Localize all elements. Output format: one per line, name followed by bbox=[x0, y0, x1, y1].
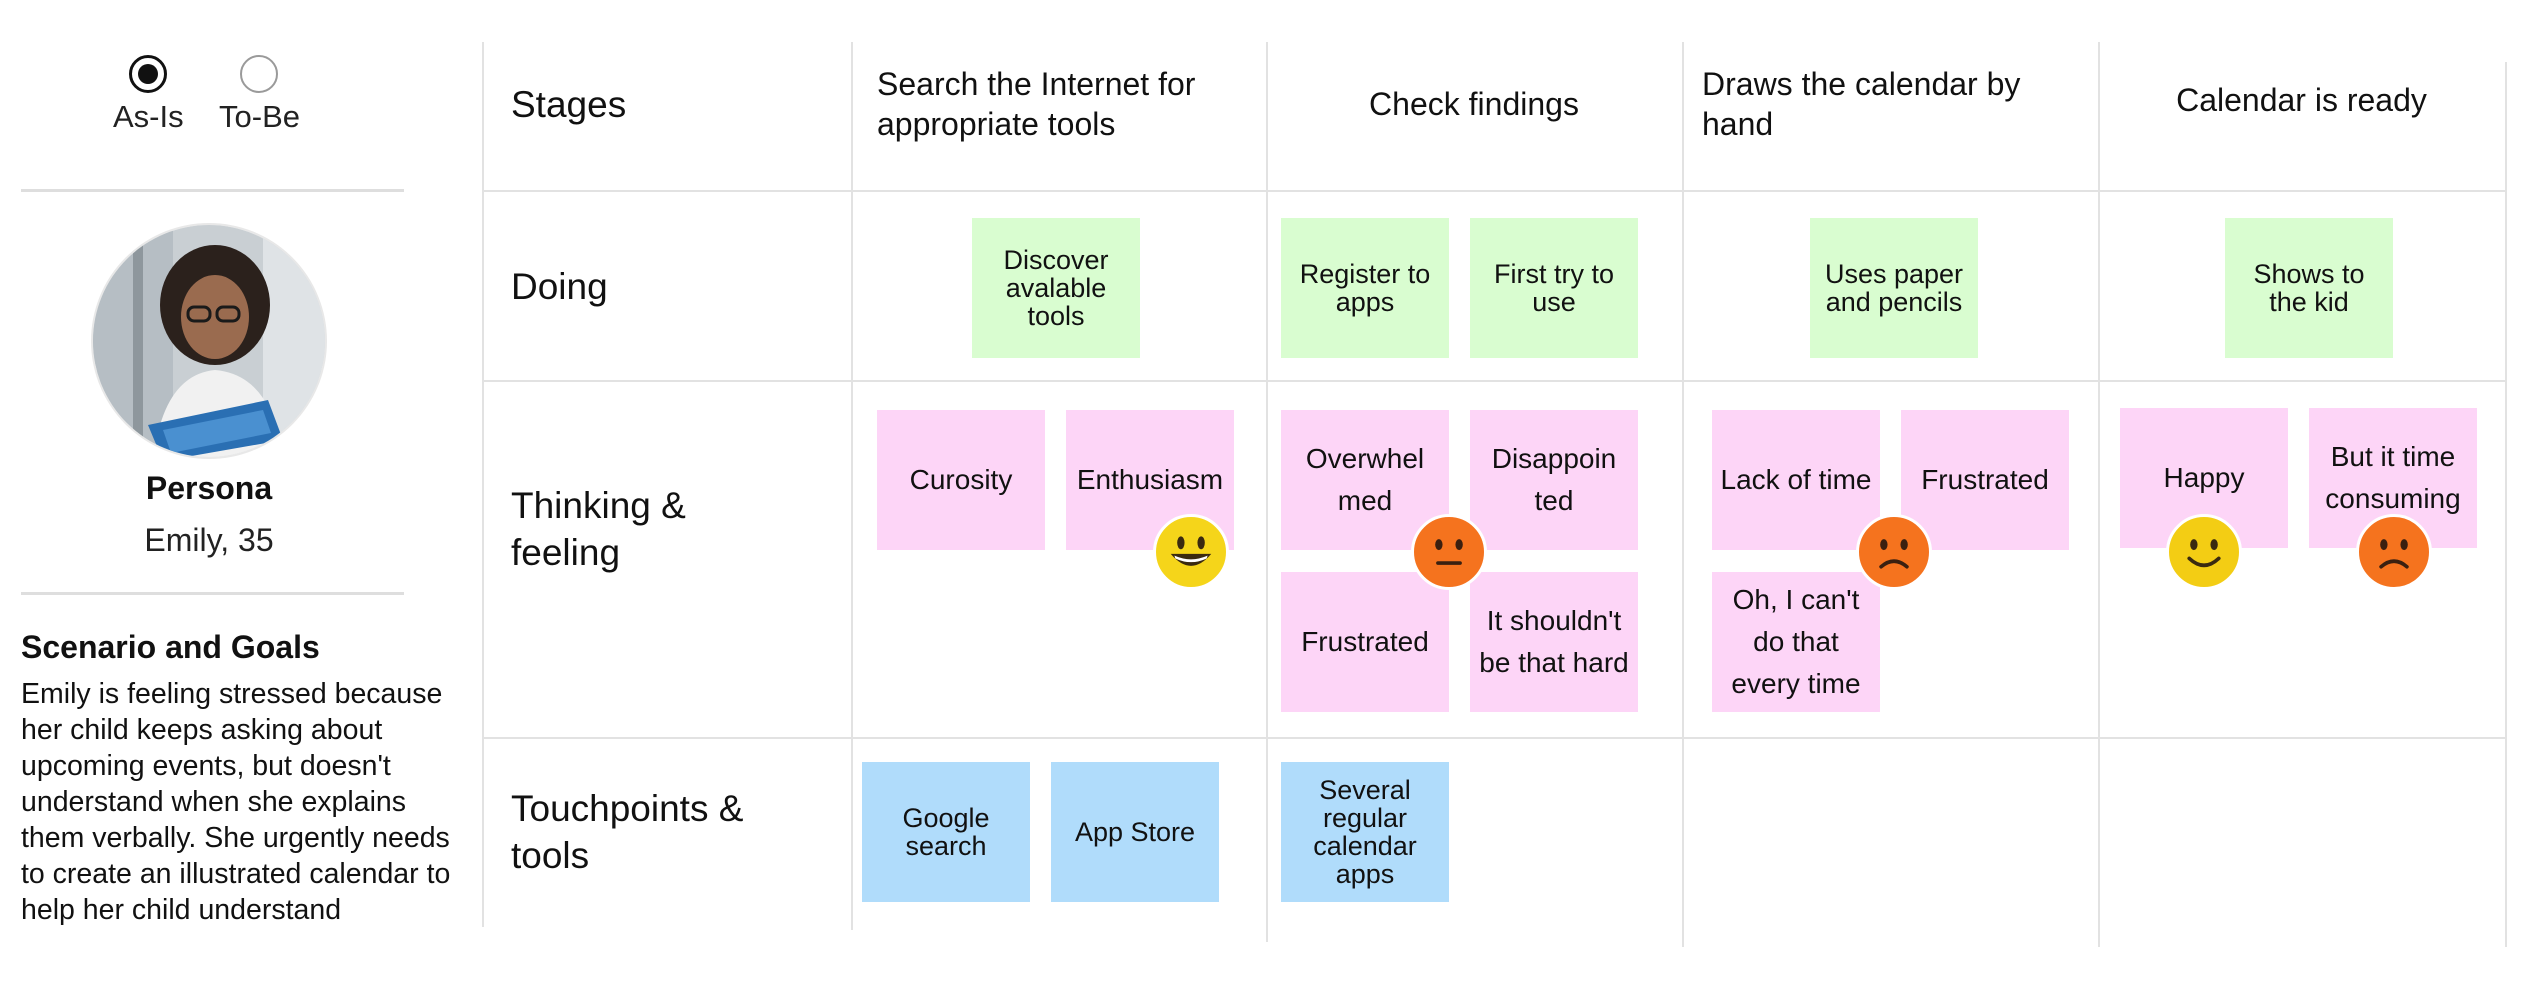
radio-button-unchecked[interactable] bbox=[240, 55, 279, 93]
row-label-feeling: feeling bbox=[511, 532, 621, 573]
feeling-note[interactable]: Happy bbox=[2120, 408, 2288, 548]
persona-title: Persona bbox=[145, 470, 273, 506]
row-label-doing: Doing bbox=[511, 266, 608, 307]
feeling-note[interactable]: Oh, I can't do that every time bbox=[1712, 572, 1880, 712]
row-label-thinking: Thinking & bbox=[511, 485, 686, 526]
grid-line bbox=[482, 190, 2505, 192]
stage-header: Calendar is ready bbox=[2176, 82, 2427, 118]
row-label-stages: Stages bbox=[511, 84, 627, 125]
grid-line bbox=[482, 380, 2505, 382]
touchpoint-note[interactable]: Google search bbox=[862, 762, 1030, 902]
persona-name: Emily, 35 bbox=[144, 522, 274, 558]
radio-button-checked[interactable] bbox=[129, 55, 168, 93]
feeling-note[interactable]: Lack of time bbox=[1712, 410, 1880, 550]
radio-to-be[interactable]: To-Be bbox=[219, 55, 300, 135]
radio-dot bbox=[138, 64, 159, 84]
persona-photo bbox=[93, 225, 325, 457]
stage-header: Draws the calendar by hand bbox=[1702, 66, 2021, 142]
feeling-note[interactable]: Frustrated bbox=[1901, 410, 2069, 550]
row-label-tools: tools bbox=[511, 835, 590, 876]
grid-line bbox=[482, 737, 2505, 739]
doing-note[interactable]: Shows to the kid bbox=[2225, 218, 2393, 358]
doing-note[interactable]: Discover avalable tools bbox=[972, 218, 1140, 358]
feeling-note[interactable]: Curosity bbox=[877, 410, 1045, 550]
doing-note[interactable]: First try to use bbox=[1470, 218, 1638, 358]
scenario-title: Scenario and Goals bbox=[21, 629, 320, 665]
scenario-text: Emily is feeling stressed because her ch… bbox=[21, 678, 451, 926]
stage-header: Search the Internet for appropriate tool… bbox=[877, 66, 1196, 142]
row-label-touchpoints: Touchpoints & bbox=[511, 788, 744, 829]
radio-label-to-be: To-Be bbox=[219, 99, 300, 134]
grinning-face-icon bbox=[1153, 514, 1229, 590]
grid-line bbox=[2505, 62, 2507, 947]
feeling-note[interactable]: It shouldn't be that hard bbox=[1470, 572, 1638, 712]
grid-line bbox=[851, 42, 853, 930]
grid-line bbox=[482, 42, 484, 927]
neutral-face-icon bbox=[1411, 514, 1487, 590]
doing-note[interactable]: Register to apps bbox=[1281, 218, 1449, 358]
feeling-note[interactable]: Disappoin ted bbox=[1470, 410, 1638, 550]
grid-line bbox=[1682, 42, 1684, 947]
divider bbox=[21, 592, 404, 595]
persona-avatar bbox=[91, 223, 327, 459]
feeling-note[interactable]: Overwhel med bbox=[1281, 410, 1449, 550]
radio-label-as-is: As-Is bbox=[113, 99, 184, 134]
grid-line bbox=[1266, 42, 1268, 942]
touchpoint-note[interactable]: App Store bbox=[1051, 762, 1219, 902]
feeling-note[interactable]: Frustrated bbox=[1281, 572, 1449, 712]
smiling-face-icon bbox=[2166, 514, 2242, 590]
stage-header: Check findings bbox=[1369, 86, 1579, 122]
grid-line bbox=[2098, 42, 2100, 947]
frowning-face-icon bbox=[2356, 514, 2432, 590]
doing-note[interactable]: Uses paper and pencils bbox=[1810, 218, 1978, 358]
touchpoint-note[interactable]: Several regular calendar apps bbox=[1281, 762, 1449, 902]
radio-as-is[interactable]: As-Is bbox=[113, 55, 184, 135]
divider bbox=[21, 189, 404, 192]
frowning-face-icon bbox=[1856, 514, 1932, 590]
